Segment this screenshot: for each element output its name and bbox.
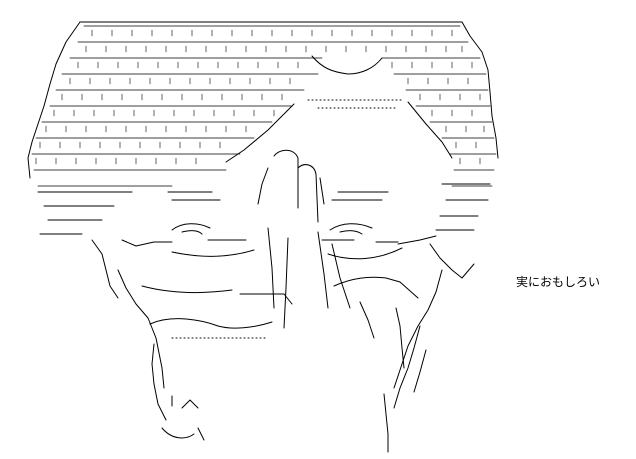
right-eyelid (321, 239, 403, 260)
left-eyelid (153, 239, 255, 257)
right-eye (329, 223, 373, 235)
hair-outline-left (27, 21, 81, 179)
left-palm (267, 227, 289, 329)
finger-2 (297, 164, 319, 223)
left-brow (167, 191, 221, 201)
right-hand-lines (359, 301, 405, 369)
left-cheek (117, 269, 165, 389)
right-sideburn (429, 243, 475, 279)
ascii-art-figure (22, 8, 512, 454)
hairline-left (225, 103, 295, 163)
left-glass-bar (121, 239, 155, 247)
forehead-line (311, 55, 383, 75)
right-tufts (435, 183, 491, 231)
hair-outline (79, 21, 499, 159)
hairline-right (407, 101, 453, 159)
forehead-dots (307, 99, 403, 109)
chin-line-left (151, 343, 167, 421)
bracket-marks (171, 395, 199, 409)
hair-marks (35, 29, 485, 165)
mouth-upper (141, 285, 293, 305)
mouth-lower (149, 318, 273, 329)
finger-1 (273, 149, 299, 209)
right-hand-lower (393, 325, 427, 409)
ascii-art-drawing (27, 21, 499, 453)
right-hand-base (383, 393, 389, 453)
finger-left-edge (257, 167, 269, 205)
hair-strands (31, 25, 497, 187)
left-eye (171, 223, 211, 235)
chin-curl (161, 427, 205, 441)
right-brow (331, 191, 389, 201)
right-palm (317, 231, 351, 309)
caption-text: 実におもしろい (516, 275, 601, 289)
finger-right-edge (319, 177, 325, 205)
right-cheek (393, 269, 443, 389)
right-glass-bar (397, 235, 437, 245)
left-sideburn (91, 239, 119, 299)
mouth-right (333, 276, 419, 299)
left-tufts (37, 191, 133, 235)
